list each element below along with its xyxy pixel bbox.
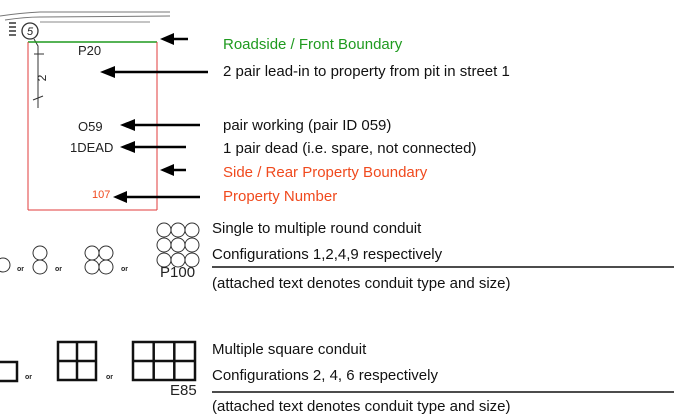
round-conduit-symbols bbox=[0, 222, 200, 275]
square-conduit-2-icon bbox=[0, 360, 19, 383]
square-conduit-configs: Configurations 2, 4, 6 respectively bbox=[212, 367, 438, 384]
square-conduit-4-icon bbox=[56, 340, 98, 382]
arrows bbox=[100, 33, 208, 203]
square-conduit-note: (attached text denotes conduit type and … bbox=[212, 398, 511, 415]
side-rear-boundary-label: Side / Rear Property Boundary bbox=[223, 164, 428, 181]
pit-number: 5 bbox=[27, 26, 34, 38]
pair-id-label: O59 bbox=[78, 119, 103, 134]
lead-in-cable bbox=[33, 38, 39, 108]
square-conduit-symbols bbox=[0, 340, 197, 383]
arrow-property-number-icon bbox=[113, 191, 200, 203]
square-conduit-6-icon bbox=[131, 340, 197, 382]
street-line-top bbox=[0, 11, 170, 17]
or-label: or bbox=[121, 266, 128, 273]
arrow-pair-dead-icon bbox=[120, 141, 186, 153]
round-conduit-code: P100 bbox=[160, 264, 196, 281]
pair-working-label: pair working (pair ID 059) bbox=[223, 117, 392, 134]
or-label: or bbox=[106, 374, 113, 381]
arrow-lead-in-icon bbox=[100, 66, 208, 78]
dead-pair-label: 1DEAD bbox=[70, 140, 114, 155]
or-label: or bbox=[55, 266, 62, 273]
property-number-label: 107 bbox=[92, 189, 111, 201]
lead-in-label: 2 pair lead-in to property from pit in s… bbox=[223, 63, 510, 80]
round-conduit-4-icon bbox=[84, 245, 114, 275]
pit-hatch-icon bbox=[9, 22, 16, 36]
pair-count: 2 bbox=[35, 74, 49, 81]
pit-label: P20 bbox=[78, 43, 102, 58]
property-number-legend: Property Number bbox=[223, 188, 338, 205]
round-conduit-note: (attached text denotes conduit type and … bbox=[212, 275, 511, 292]
pit-circle-icon bbox=[21, 22, 39, 40]
round-conduit-title: Single to multiple round conduit bbox=[212, 220, 422, 237]
or-label: or bbox=[17, 266, 24, 273]
round-conduit-9-icon bbox=[156, 222, 200, 268]
pair-dead-label: 1 pair dead (i.e. spare, not connected) bbox=[223, 140, 477, 157]
round-conduit-configs: Configurations 1,2,4,9 respectively bbox=[212, 246, 443, 263]
arrow-roadside-icon bbox=[160, 33, 188, 45]
round-conduit-1-icon bbox=[0, 257, 11, 273]
arrow-side-rear-icon bbox=[160, 164, 186, 176]
square-conduit-title: Multiple square conduit bbox=[212, 341, 367, 358]
roadside-label: Roadside / Front Boundary bbox=[223, 36, 403, 53]
arrow-pair-working-icon bbox=[120, 119, 200, 131]
street-line-lower bbox=[4, 15, 171, 21]
or-label: or bbox=[25, 374, 32, 381]
square-conduit-code: E85 bbox=[170, 382, 197, 399]
round-conduit-2-icon bbox=[32, 245, 48, 275]
lead-in-tick-bottom bbox=[32, 95, 44, 101]
